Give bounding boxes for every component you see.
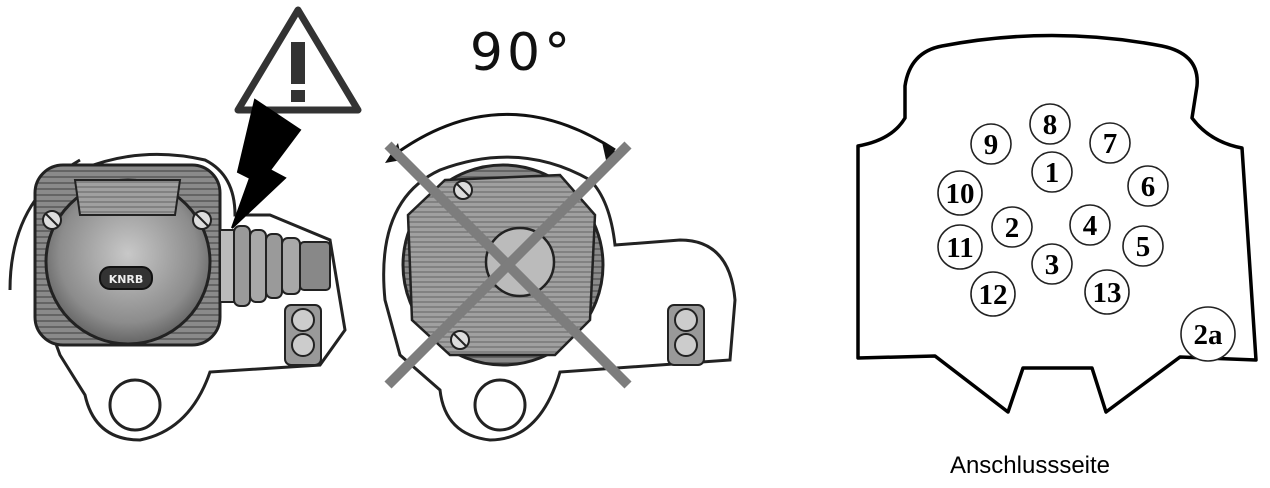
pin-circle: [937, 224, 983, 270]
pin-label: 8: [1043, 109, 1058, 141]
pin-circle: [1031, 151, 1073, 193]
pin-circle: [1122, 225, 1164, 267]
pin-13: 13: [1084, 269, 1130, 315]
pin-label: 12: [979, 279, 1008, 311]
hex-nut-icon: [667, 304, 705, 366]
pin-8: 8: [1029, 103, 1071, 145]
pin-label: 11: [946, 232, 973, 264]
forbidden-cross-icon: [384, 141, 632, 389]
pin-label: 3: [1045, 249, 1060, 281]
incorrect-mounting-illustration: 90°: [382, 23, 737, 442]
bracket-lug-hole: [473, 378, 527, 432]
pin-circle: [970, 271, 1016, 317]
pin-label: 7: [1103, 128, 1118, 160]
pin-label: 13: [1093, 277, 1122, 309]
pin-3: 3: [1031, 243, 1073, 285]
brand-logo-text: KNRB: [109, 273, 144, 286]
pin-2: 2: [991, 206, 1033, 248]
correct-mounting-illustration: KNRB: [8, 6, 362, 442]
hex-nut-icon: [284, 304, 322, 366]
warning-triangle-icon: [234, 6, 362, 114]
cable-gland: [219, 225, 331, 307]
pin-circle: [970, 123, 1012, 165]
pin-circle: [1029, 103, 1071, 145]
angle-label: 90°: [470, 23, 574, 83]
pin-2a: 2a: [1180, 306, 1236, 362]
pin-circle: [1127, 165, 1169, 207]
pin-12: 12: [970, 271, 1016, 317]
pin-label: 4: [1083, 210, 1098, 242]
pin-circle: [1084, 269, 1130, 315]
pin-11: 11: [937, 224, 983, 270]
pin-label: 9: [984, 129, 999, 161]
rotation-arc: [389, 112, 616, 160]
pin-9: 9: [970, 123, 1012, 165]
connection-side-caption: Anschlussseite: [949, 452, 1111, 479]
pin-label: 1: [1045, 157, 1060, 189]
pin-circle: [991, 206, 1033, 248]
pin-5: 5: [1122, 225, 1164, 267]
pin-label: 10: [946, 178, 975, 210]
pin-label: 2: [1005, 212, 1020, 244]
pin-10: 10: [937, 170, 983, 216]
warning-arrow-icon: [231, 98, 302, 229]
pin-4: 4: [1069, 204, 1111, 246]
brand-logo: [99, 266, 153, 290]
connector-outline: [856, 33, 1258, 414]
pin-1: 1: [1031, 151, 1073, 193]
pin-label: 2a: [1194, 319, 1224, 351]
pin-label: 6: [1141, 171, 1156, 203]
pin-circle: [1089, 122, 1131, 164]
pin-6: 6: [1127, 165, 1169, 207]
pin-circle: [1180, 306, 1236, 362]
bracket-lug-hole: [108, 378, 162, 432]
pin-circle: [1069, 204, 1111, 246]
pin-7: 7: [1089, 122, 1131, 164]
pin-circle: [1031, 243, 1073, 285]
pin-circle: [937, 170, 983, 216]
pin-label: 5: [1136, 231, 1151, 263]
